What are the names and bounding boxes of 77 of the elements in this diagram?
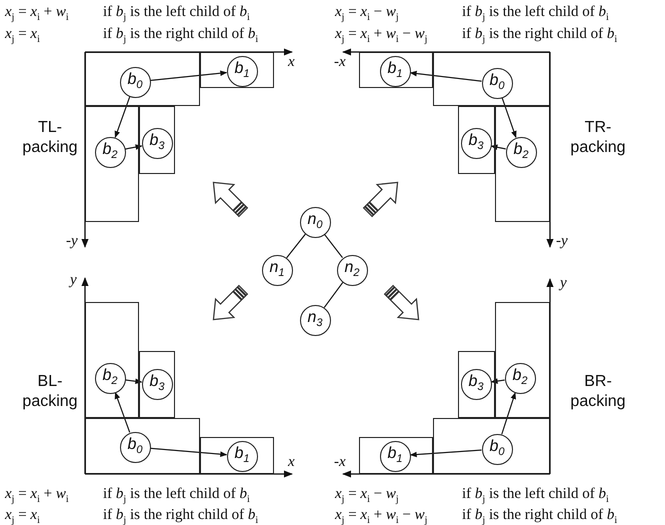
packing-rectangle (85, 52, 200, 106)
tree-edge (286, 234, 306, 258)
formula-text: if b$_{j}$ is the right child of b$_{i}$ (462, 25, 618, 47)
formula-text: if b$_{j}$ is the right child of b$_{i}$ (103, 25, 258, 47)
packing-rectangle (85, 418, 200, 474)
packing-label: TR-packing (569, 118, 627, 158)
tree-node-circle: n$_{2}$ (336, 254, 368, 286)
packing-rectangle (85, 106, 139, 222)
axis-label: -x (334, 53, 346, 71)
tree-node-circle: b$_{2}$ (94, 136, 126, 168)
axis-label: -y (66, 232, 78, 250)
arrow (501, 392, 516, 434)
packing-rectangle (139, 351, 175, 418)
packing-label: TL-packing (21, 118, 79, 158)
formula-text: x$_{j}$ = x$_{i}$ − w$_{j}$ (335, 485, 399, 507)
formula-text: if b$_{j}$ is the left child of b$_{i}$ (462, 485, 609, 507)
formula-text: if b$_{j}$ is the right child of b$_{i}$ (103, 506, 258, 525)
packing-rectangle (200, 437, 274, 474)
formula-text: if b$_{j}$ is the left child of b$_{i}$ (103, 485, 250, 507)
tree-node-circle: b$_{0}$ (120, 432, 150, 462)
axis-label: y (560, 274, 567, 292)
formula-text: x$_{j}$ = x$_{i}$ + w$_{i}$ (5, 485, 69, 507)
arrow (490, 144, 506, 150)
tree-node-circle: b$_{2}$ (506, 136, 536, 168)
formula-text: if b$_{j}$ is the left child of b$_{i}$ (462, 3, 609, 25)
arrow (125, 144, 142, 150)
tree-node-circle: b$_{1}$ (380, 440, 410, 472)
packing-rectangle (495, 106, 550, 222)
arrow (150, 448, 228, 457)
packing-rectangle (433, 418, 550, 474)
axis-label: x (288, 453, 295, 471)
formula-text: x$_{j}$ = x$_{i}$ (5, 25, 40, 47)
axis-label: x (288, 53, 295, 71)
tree-node-circle: b$_{0}$ (482, 434, 512, 464)
formula-text: if b$_{j}$ is the left child of b$_{i}$ (103, 3, 250, 25)
arrow (114, 392, 130, 433)
tree-edge (324, 234, 343, 258)
formula-text: x$_{j}$ = x$_{i}$ − w$_{j}$ (335, 3, 399, 25)
arrow (410, 70, 482, 82)
formula-text: if b$_{j}$ is the right child of b$_{i}$ (462, 506, 618, 525)
tree-node-circle: n$_{1}$ (262, 254, 292, 286)
axis-label: y (70, 271, 77, 289)
formula-text: x$_{j}$ = x$_{i}$ + w$_{i}$ − w$_{j}$ (335, 25, 428, 47)
packing-rectangle (433, 52, 550, 106)
arrow (410, 450, 482, 458)
arrow (490, 378, 505, 384)
tree-node-circle: b$_{1}$ (226, 440, 258, 472)
packing-rectangle (359, 52, 433, 88)
packing-rectangle (359, 437, 433, 474)
packing-label: BR-packing (569, 372, 627, 412)
axis-label: -x (334, 453, 346, 471)
arrow (150, 70, 228, 81)
formula-text: x$_{j}$ = x$_{i}$ + w$_{i}$ (5, 3, 69, 25)
tree-node-circle: n$_{0}$ (300, 206, 330, 238)
tree-node-circle: b$_{0}$ (120, 66, 150, 98)
formula-text: x$_{j}$ = x$_{i}$ + w$_{i}$ − w$_{j}$ (335, 506, 428, 525)
packing-rectangle (139, 106, 175, 174)
tree-node-circle: b$_{2}$ (94, 362, 126, 394)
arrow (125, 378, 142, 384)
tree-node-circle: b$_{3}$ (142, 128, 172, 158)
packing-rectangle (85, 302, 139, 418)
tree-node-circle: b$_{3}$ (460, 128, 492, 158)
tree-node-circle: b$_{3}$ (460, 368, 492, 400)
tree-node-circle: b$_{1}$ (380, 56, 410, 86)
tree-node-circle: b$_{1}$ (226, 56, 258, 86)
formula-text: x$_{j}$ = x$_{i}$ (5, 506, 40, 525)
packing-rectangle (200, 52, 274, 88)
packing-rectangle (458, 106, 495, 174)
packing-rectangle (495, 302, 550, 418)
packing-rectangle (458, 351, 495, 418)
axis-label: -y (556, 232, 568, 250)
tree-edge (324, 282, 344, 308)
tree-node-circle: b$_{2}$ (504, 362, 536, 394)
tree-node-circle: b$_{0}$ (482, 68, 512, 98)
packing-label: BL-packing (21, 372, 79, 412)
tree-node-circle: b$_{3}$ (142, 368, 172, 400)
tree-node-circle: n$_{3}$ (300, 304, 330, 336)
